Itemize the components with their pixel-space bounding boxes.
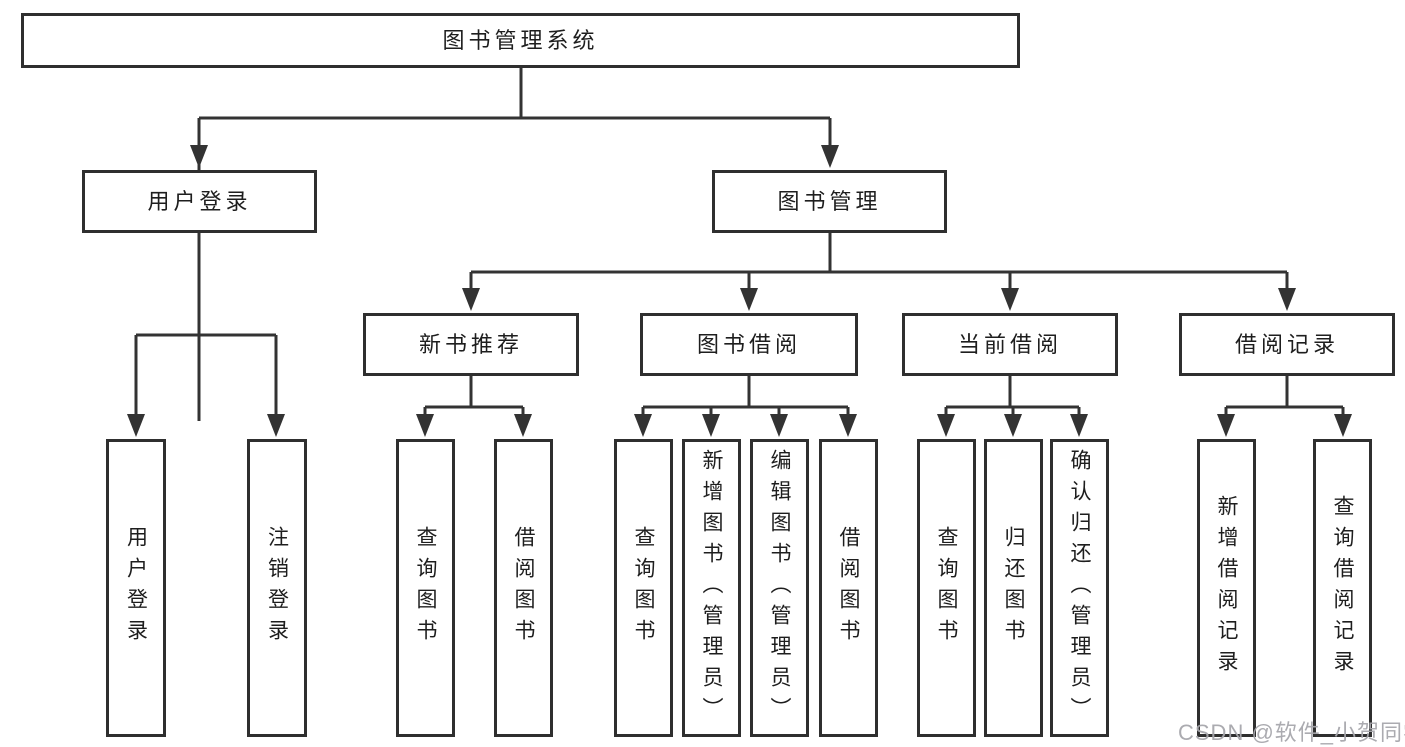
- connector-newbook-to-leaves: [416, 376, 532, 437]
- leaf-borrow-book-1: 借阅图书: [494, 439, 553, 737]
- connector-bookborrow-to-leaves: [634, 376, 857, 437]
- connector-borrowrecord-to-leaves: [1217, 376, 1352, 437]
- node-user-login: 用户登录: [82, 170, 317, 233]
- leaf-query-book-2: 查询图书: [614, 439, 673, 737]
- node-borrow-record: 借阅记录: [1179, 313, 1395, 376]
- leaf-user-login: 用户登录: [106, 439, 166, 737]
- leaf-return-book: 归还图书: [984, 439, 1043, 737]
- leaf-edit-book-admin: 编辑图书（管理员）: [750, 439, 809, 737]
- node-current-borrow: 当前借阅: [902, 313, 1118, 376]
- connector-currentborrow-to-leaves: [937, 376, 1088, 437]
- leaf-borrow-book-2: 借阅图书: [819, 439, 878, 737]
- csdn-watermark: CSDN @软件_小贺同学: [1178, 720, 1405, 745]
- leaf-query-book-1: 查询图书: [396, 439, 455, 737]
- connector-userlogin-to-leaves: [127, 233, 285, 437]
- leaf-query-borrow-record: 查询借阅记录: [1313, 439, 1372, 737]
- leaf-query-book-3: 查询图书: [917, 439, 976, 737]
- node-root-system: 图书管理系统: [21, 13, 1020, 68]
- leaf-add-book-admin: 新增图书（管理员）: [682, 439, 741, 737]
- connector-root-to-level1: [190, 65, 839, 421]
- connector-bookmgmt-to-level2: [462, 233, 1296, 311]
- leaf-confirm-return-admin: 确认归还（管理员）: [1050, 439, 1109, 737]
- node-new-book-recommend: 新书推荐: [363, 313, 579, 376]
- node-book-borrow: 图书借阅: [640, 313, 858, 376]
- leaf-logout: 注销登录: [247, 439, 307, 737]
- node-book-management: 图书管理: [712, 170, 947, 233]
- leaf-add-borrow-record: 新增借阅记录: [1197, 439, 1256, 737]
